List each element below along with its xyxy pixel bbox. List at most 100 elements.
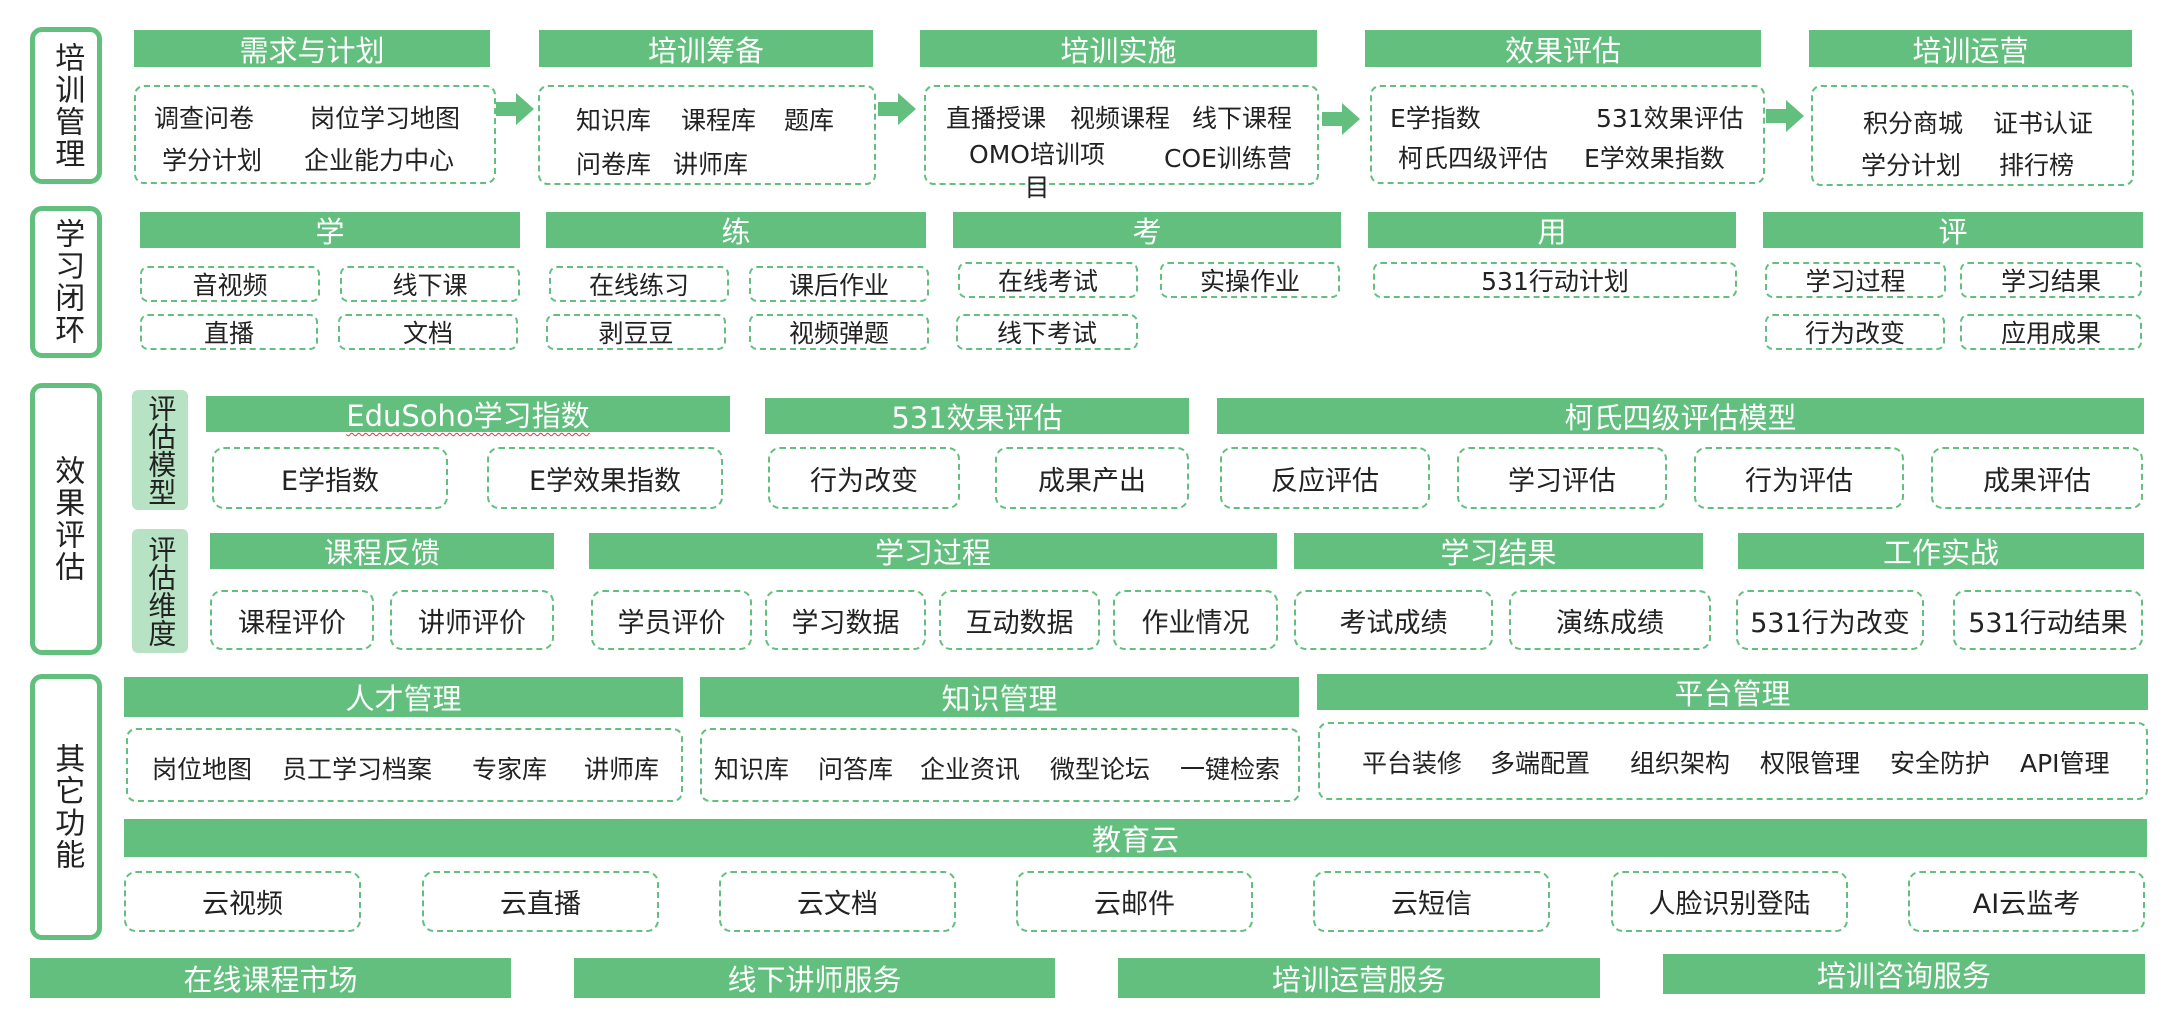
- item-offline-exam: 线下考试: [956, 314, 1138, 350]
- item-bodoudou: 剥豆豆: [546, 314, 726, 350]
- item-live-teaching: 直播授课: [946, 104, 1047, 133]
- header-use: 用: [1368, 212, 1736, 249]
- item-security: 安全防护: [1890, 749, 1991, 778]
- item-e-effect-index: E学效果指数: [1584, 144, 1725, 173]
- item-document: 文档: [338, 314, 518, 350]
- header-kirkpatrick-model: 柯氏四级评估模型: [1217, 398, 2144, 435]
- item-homework: 课后作业: [749, 266, 929, 302]
- item-behavior-eval: 行为评估: [1694, 447, 1904, 509]
- box-effect-eval: E学指数 531效果评估 柯氏四级评估 E学效果指数: [1370, 85, 1765, 184]
- item-learning-data: 学习数据: [765, 590, 926, 650]
- item-e-index: E学指数: [1390, 104, 1481, 133]
- item-kirkpatrick-eval: 柯氏四级评估: [1398, 144, 1549, 173]
- item-competency-center: 企业能力中心: [304, 146, 455, 175]
- header-training-implement: 培训实施: [920, 30, 1317, 68]
- item-learning-process: 学习过程: [1765, 262, 1946, 298]
- item-qa-library: 问答库: [818, 755, 894, 784]
- section-effect-evaluation: 效果评估: [30, 383, 102, 655]
- item-coe-camp: COE训练营: [1164, 144, 1292, 173]
- item-interaction-data: 互动数据: [939, 590, 1100, 650]
- header-exam: 考: [953, 212, 1341, 249]
- item-online-practice: 在线练习: [549, 266, 729, 302]
- item-omo-project: OMO培训项目: [969, 140, 1105, 202]
- item-offline-course: 线下课程: [1192, 104, 1293, 133]
- section-other-functions: 其它功能: [30, 674, 102, 940]
- header-platform-mgmt: 平台管理: [1317, 674, 2148, 711]
- item-enterprise-news: 企业资讯: [920, 755, 1021, 784]
- header-assess: 评: [1763, 212, 2143, 249]
- item-e-effect-index-2: E学效果指数: [487, 447, 723, 509]
- item-cloud-doc: 云文档: [719, 871, 956, 932]
- item-employee-file: 员工学习档案: [282, 755, 433, 784]
- item-job-map: 岗位地图: [152, 755, 253, 784]
- item-survey: 调查问卷: [154, 104, 255, 133]
- item-online-exam: 在线考试: [958, 262, 1138, 298]
- header-learning-result: 学习结果: [1294, 533, 1703, 570]
- header-knowledge-mgmt: 知识管理: [700, 677, 1299, 717]
- item-e-index-2: E学指数: [212, 447, 448, 509]
- box-demand-plan: 调查问卷 岗位学习地图 学分计划 企业能力中心: [134, 85, 496, 184]
- item-lecturer-rating: 讲师评价: [390, 590, 554, 650]
- item-reaction-eval: 反应评估: [1220, 447, 1430, 509]
- item-points-mall: 积分商城: [1863, 109, 1964, 138]
- item-learning-eval: 学习评估: [1457, 447, 1667, 509]
- item-question-bank: 题库: [784, 106, 835, 135]
- service-training-ops: 培训运营服务: [1118, 958, 1600, 998]
- label-eval-model: 评估模型: [132, 390, 188, 510]
- item-behavior-change: 行为改变: [1765, 314, 1945, 350]
- item-leaderboard: 排行榜: [1999, 151, 2075, 180]
- item-lecturer-library-2: 讲师库: [584, 755, 660, 784]
- item-course-library: 课程库: [681, 106, 757, 135]
- item-certificate: 证书认证: [1993, 109, 2094, 138]
- header-training-ops: 培训运营: [1809, 30, 2132, 68]
- item-credit-plan-2: 学分计划: [1861, 151, 1962, 180]
- box-training-prep: 知识库 课程库 题库 问卷库 讲师库: [538, 85, 876, 185]
- box-training-implement: 直播授课 视频课程 线下课程 OMO培训项目 COE训练营: [924, 85, 1319, 202]
- section-training-management: 培训管理: [30, 27, 102, 184]
- item-knowledge-base-2: 知识库: [714, 755, 790, 784]
- item-exam-score: 考试成绩: [1294, 590, 1493, 650]
- item-cloud-mail: 云邮件: [1016, 871, 1253, 932]
- item-cloud-sms: 云短信: [1313, 871, 1550, 932]
- item-learning-result: 学习结果: [1960, 262, 2142, 298]
- item-org-structure: 组织架构: [1630, 749, 1731, 778]
- box-training-ops: 积分商城 证书认证 学分计划 排行榜: [1811, 85, 2134, 186]
- box-talent-mgmt: 岗位地图 员工学习档案 专家库 讲师库: [126, 728, 683, 802]
- header-learning-process: 学习过程: [589, 533, 1277, 570]
- header-work-practice: 工作实战: [1738, 533, 2144, 570]
- header-practice: 练: [546, 212, 926, 249]
- item-cloud-live: 云直播: [422, 871, 659, 932]
- box-knowledge-mgmt: 知识库 问答库 企业资讯 微型论坛 一键检索: [700, 728, 1300, 802]
- item-knowledge-base: 知识库: [576, 106, 652, 135]
- item-behavior-change-2: 行为改变: [768, 447, 960, 509]
- label-eval-dimension: 评估维度: [132, 529, 188, 653]
- item-permission-mgmt: 权限管理: [1760, 749, 1861, 778]
- item-531-action-result: 531行动结果: [1953, 590, 2143, 650]
- header-edu-cloud: 教育云: [124, 819, 2147, 857]
- item-live: 直播: [140, 314, 318, 350]
- header-531-eval: 531效果评估: [765, 398, 1189, 435]
- item-offline-class: 线下课: [340, 266, 520, 302]
- item-531-behavior-change: 531行为改变: [1736, 590, 1924, 650]
- item-cloud-video: 云视频: [124, 871, 361, 932]
- item-expert-library: 专家库: [472, 755, 548, 784]
- item-credit-plan: 学分计划: [162, 146, 263, 175]
- item-course-rating: 课程评价: [210, 590, 374, 650]
- header-training-prep: 培训筹备: [539, 30, 873, 68]
- item-output: 成果产出: [995, 447, 1189, 509]
- item-survey-library: 问卷库: [576, 150, 652, 179]
- item-practical-work: 实操作业: [1160, 262, 1340, 298]
- item-result-eval: 成果评估: [1931, 447, 2143, 509]
- item-job-learning-map: 岗位学习地图: [310, 104, 461, 133]
- service-training-consulting: 培训咨询服务: [1663, 954, 2145, 994]
- item-application-result: 应用成果: [1960, 314, 2142, 350]
- item-api-mgmt: API管理: [2020, 749, 2110, 778]
- item-video-quiz: 视频弹题: [749, 314, 929, 350]
- item-audio-video: 音视频: [140, 266, 320, 302]
- section-learning-loop: 学习闭环: [30, 206, 102, 358]
- header-learn: 学: [140, 212, 520, 249]
- item-face-login: 人脸识别登陆: [1611, 871, 1848, 932]
- item-micro-forum: 微型论坛: [1050, 755, 1151, 784]
- item-platform-decor: 平台装修: [1362, 749, 1463, 778]
- header-effect-eval: 效果评估: [1365, 30, 1761, 68]
